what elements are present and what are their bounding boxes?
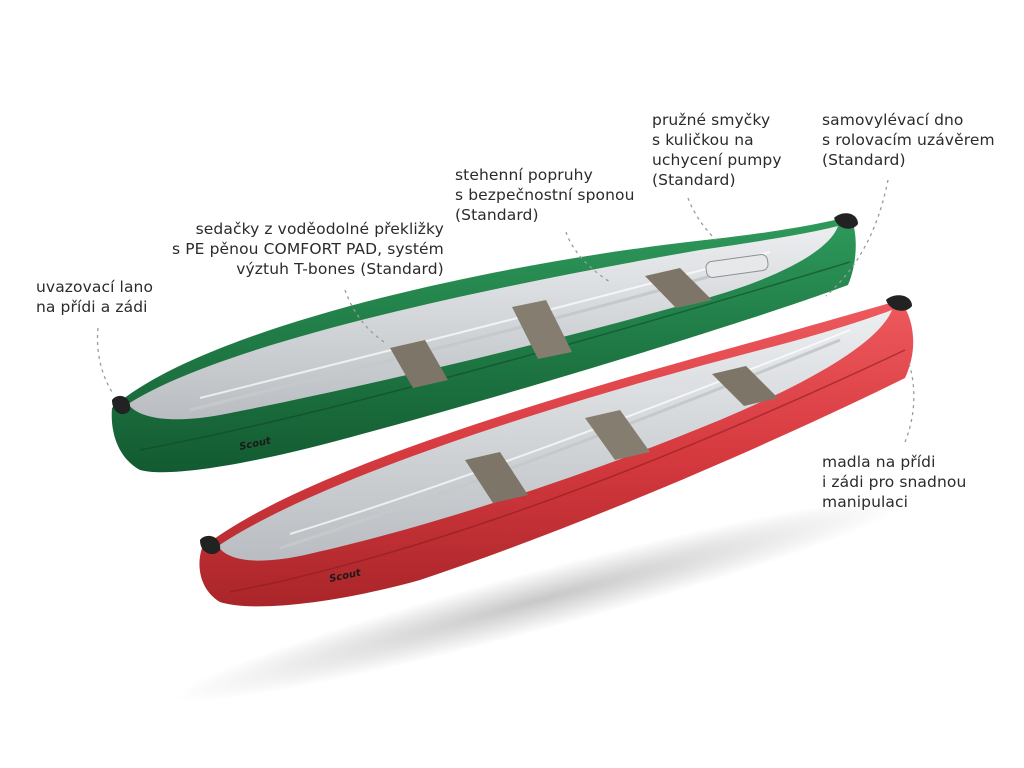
callout-pump-loops: pružné smyčky s kuličkou na uchycení pum… [652, 110, 782, 190]
green-bow-rope [112, 395, 131, 415]
callout-self-bailing: samovylévací dno s rolovacím uzávěrem (S… [822, 110, 995, 170]
callout-line-text: s PE pěnou COMFORT PAD, systém [172, 240, 444, 258]
callout-line-text: uchycení pumpy [652, 151, 782, 169]
red-seat-front [465, 452, 528, 503]
callout-line-handles [904, 359, 915, 443]
green-stern-rope [834, 213, 858, 229]
callout-line-text: samovylévací dno [822, 111, 964, 129]
green-pump [705, 254, 769, 278]
callout-line-self-bailing [825, 179, 889, 297]
callout-handles: madla na přídi i zádi pro snadnou manipu… [822, 452, 966, 512]
callout-line-text: výztuh T-bones (Standard) [236, 260, 444, 278]
red-stern-rope [886, 295, 912, 311]
red-seat-middle [585, 410, 650, 460]
callout-line-bow [96, 327, 113, 393]
callout-line-pump [687, 197, 717, 241]
callout-line-text: sedačky z voděodolné překližky [195, 220, 444, 238]
green-seat-middle [512, 300, 572, 359]
red-canoe: Scout [199, 295, 914, 607]
callout-line-text: na přídi a zádi [36, 298, 148, 316]
callout-line-text: pružné smyčky [652, 111, 771, 129]
callout-line-text: s bezpečnostní sponou [455, 186, 635, 204]
red-bow-rope [200, 535, 221, 555]
callout-seats: sedačky z voděodolné překližky s PE pěno… [172, 219, 444, 279]
callout-line-text: stehenní popruhy [455, 166, 593, 184]
callout-line-text: (Standard) [822, 151, 906, 169]
green-canoe: Scout [111, 213, 858, 473]
red-seat-rear [712, 366, 778, 406]
red-hull-seam [229, 349, 906, 593]
green-seat-front [390, 340, 448, 388]
green-seat-rear [645, 268, 712, 308]
callout-bow-line: uvazovací lano na přídi a zádi [36, 277, 153, 317]
callout-line-text: i zádi pro snadnou [822, 473, 967, 491]
callout-line-text: uvazovací lano [36, 278, 154, 296]
red-canoe-shadow [172, 497, 908, 703]
callout-line-text: s rolovacím uzávěrem [822, 131, 995, 149]
callout-line-text: manipulaci [822, 493, 909, 511]
callout-line-text: s kuličkou na [652, 131, 754, 149]
callout-line-text: madla na přídi [822, 453, 936, 471]
callout-line-text: (Standard) [455, 206, 539, 224]
red-interior-tube [289, 329, 851, 535]
callout-line-text: (Standard) [652, 171, 736, 189]
callout-thigh-straps: stehenní popruhy s bezpečnostní sponou (… [455, 165, 635, 225]
